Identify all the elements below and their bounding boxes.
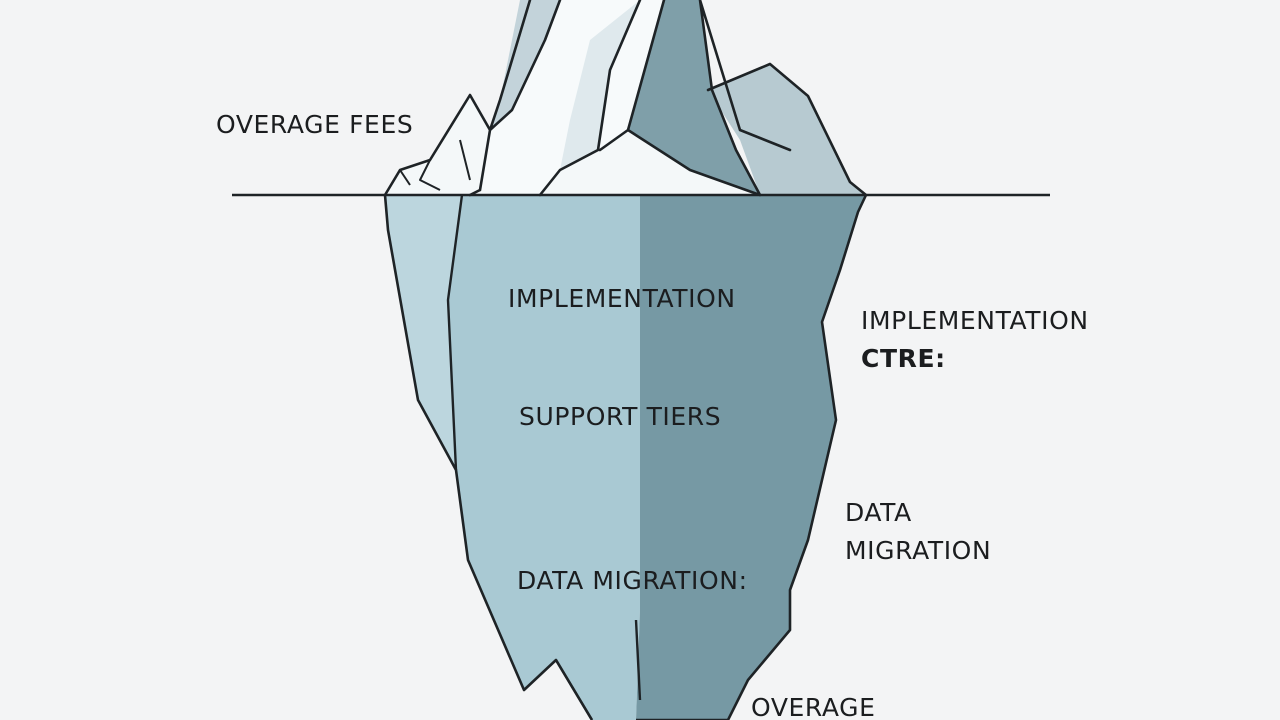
iceberg-underwater-dark <box>636 195 866 720</box>
iceberg-peak-lower-snow <box>385 95 760 195</box>
label-overage-bottom: OVERAGE <box>751 693 876 720</box>
label-data-migration-right: DATA MIGRATION <box>845 498 992 565</box>
label-implementation-inside: IMPLEMENTATION <box>508 284 736 313</box>
label-overage-fees: OVERAGE FEES <box>216 110 414 139</box>
iceberg-peak-outline <box>383 0 868 197</box>
iceberg-peak-dark-face <box>628 0 760 195</box>
label-support-tiers: SUPPORT TIERS <box>519 402 722 431</box>
label-data-migration-inside: DATA MIGRATION: <box>517 566 748 595</box>
label-ctre-right: CTRE: <box>861 344 946 373</box>
iceberg-peak-left-ridge <box>490 0 560 130</box>
iceberg-peak-right-shade <box>708 64 866 195</box>
iceberg-left-facet <box>385 195 462 470</box>
iceberg-peak-inner-lines <box>399 139 471 191</box>
iceberg-underwater-outline <box>383 194 868 720</box>
label-implementation-right: IMPLEMENTATION <box>861 306 1089 335</box>
iceberg-peak-inner-ridge <box>560 0 640 170</box>
